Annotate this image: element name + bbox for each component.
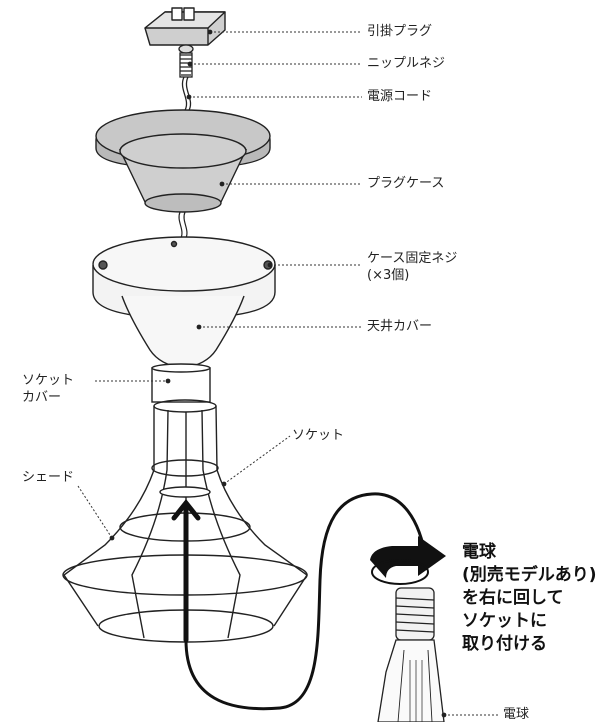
label-bulb: 電球	[503, 707, 530, 722]
leader-lines	[77, 31, 498, 716]
power-cord-drawing	[181, 76, 192, 113]
insert-arrow	[171, 498, 201, 643]
instruction-line-1: 電球	[462, 542, 496, 562]
label-case-screw: ケース固定ネジ	[367, 251, 458, 266]
bulb	[377, 587, 445, 722]
label-case-screw-count: (×3個)	[367, 268, 410, 283]
instruction-line-4: ソケットに	[462, 611, 547, 631]
leader-dots	[109, 29, 447, 718]
cord-loop	[184, 492, 428, 711]
label-socket-cover: ソケット	[22, 373, 75, 388]
ceiling-cover	[92, 236, 276, 369]
rotation-arrow	[370, 536, 446, 585]
instruction-text: 電球 (別売モデルあり) を右に回して ソケットに 取り付ける	[462, 541, 597, 656]
nipple-screw	[178, 44, 194, 78]
label-socket-cover-2: カバー	[22, 390, 62, 405]
plug-case	[95, 109, 271, 213]
socket-cover	[151, 363, 211, 403]
label-power-cord: 電源コード	[367, 89, 433, 104]
label-plug-case: プラグケース	[367, 176, 445, 191]
label-nipple-screw: ニップルネジ	[367, 56, 446, 71]
label-socket: ソケット	[292, 428, 345, 443]
instruction-line-2: (別売モデルあり)	[462, 565, 597, 585]
instruction-line-3: を右に回して	[462, 588, 564, 608]
label-ceiling-cover: 天井カバー	[367, 319, 433, 334]
label-shade: シェード	[22, 470, 75, 485]
label-hook-plug: 引掛プラグ	[367, 24, 433, 39]
instruction-line-5: 取り付ける	[462, 634, 547, 654]
hook-plug	[144, 7, 226, 46]
